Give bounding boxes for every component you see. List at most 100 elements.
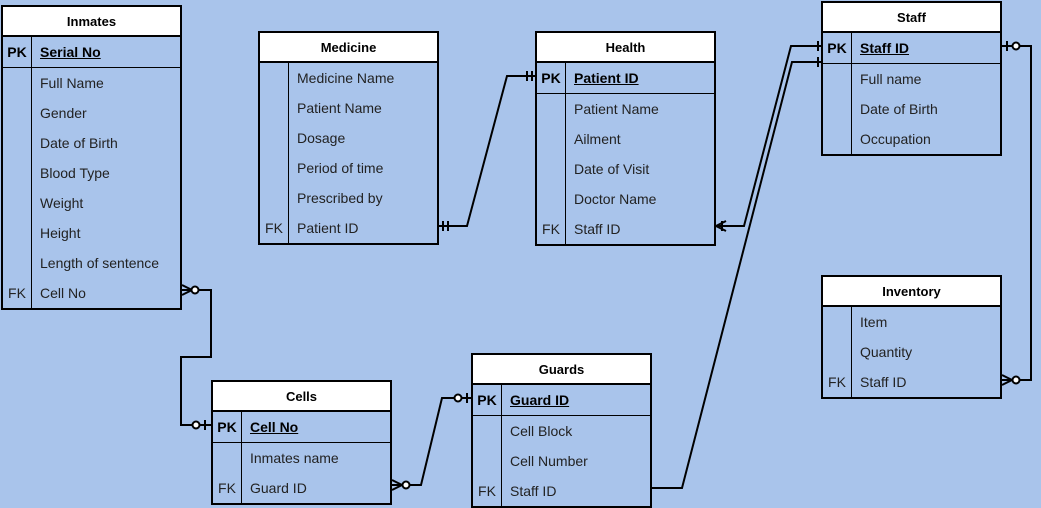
field-row: Full name	[823, 64, 1000, 94]
entity-title: Staff	[823, 3, 1000, 33]
field-blood-type: Blood Type	[40, 165, 110, 181]
key-cell	[3, 68, 32, 98]
field-patient-id: Patient ID	[574, 70, 639, 86]
key-cell	[260, 63, 289, 93]
field-row: Blood Type	[3, 158, 180, 188]
field-row: Prescribed by	[260, 183, 437, 213]
field-row: Ailment	[537, 124, 714, 154]
field-row: FK Staff ID	[473, 476, 650, 506]
field-row: Dosage	[260, 123, 437, 153]
key-cell	[537, 154, 566, 184]
fk-marker: FK	[473, 476, 502, 506]
key-cell	[3, 158, 32, 188]
field-row: Date of Birth	[823, 94, 1000, 124]
key-cell	[537, 94, 566, 124]
key-cell	[260, 153, 289, 183]
connector-health-staff	[713, 41, 822, 232]
pk-row: PK Guard ID	[473, 385, 650, 416]
key-cell	[260, 183, 289, 213]
pk-row: PK Patient ID	[537, 63, 714, 94]
pk-marker: PK	[823, 33, 852, 63]
field-row: Patient Name	[537, 94, 714, 124]
field-row: Quantity	[823, 337, 1000, 367]
field-serial-no: Serial No	[40, 44, 101, 60]
key-cell	[3, 188, 32, 218]
field-staff-id: Staff ID	[510, 483, 557, 499]
field-occupation: Occupation	[860, 131, 931, 147]
field-doctor-name: Doctor Name	[574, 191, 657, 207]
field-dosage: Dosage	[297, 130, 346, 146]
key-cell	[3, 218, 32, 248]
pk-marker: PK	[213, 412, 242, 442]
connector-medicine-health	[439, 71, 536, 231]
field-ailment: Ailment	[574, 131, 621, 147]
pk-row: PK Cell No	[213, 412, 390, 443]
field-cell-block: Cell Block	[510, 423, 573, 439]
key-cell	[823, 64, 852, 94]
key-cell	[823, 337, 852, 367]
key-cell	[3, 98, 32, 128]
field-row: Gender	[3, 98, 180, 128]
entity-medicine[interactable]: Medicine Medicine Name Patient Name Dosa…	[258, 31, 439, 245]
entity-title: Guards	[473, 355, 650, 385]
field-row: Date of Birth	[3, 128, 180, 158]
field-full-name: Full name	[860, 71, 922, 87]
field-guard-id: Guard ID	[510, 392, 570, 408]
field-item: Item	[860, 314, 888, 330]
pk-marker: PK	[537, 63, 566, 93]
fk-marker: FK	[260, 213, 289, 243]
entity-guards[interactable]: Guards PK Guard ID Cell Block Cell Numbe…	[471, 353, 652, 508]
field-staff-id: Staff ID	[860, 374, 907, 390]
pk-marker: PK	[3, 37, 32, 67]
entity-health[interactable]: Health PK Patient ID Patient Name Ailmen…	[535, 31, 716, 246]
field-prescribed-by: Prescribed by	[297, 190, 383, 206]
pk-marker: PK	[473, 385, 502, 415]
field-row: Doctor Name	[537, 184, 714, 214]
field-staff-id: Staff ID	[574, 221, 621, 237]
entity-title: Medicine	[260, 33, 437, 63]
field-row: Occupation	[823, 124, 1000, 154]
field-staff-id: Staff ID	[860, 40, 909, 56]
field-period-of-time: Period of time	[297, 160, 384, 176]
field-medicine-name: Medicine Name	[297, 70, 395, 86]
connector-cells-guards	[391, 393, 472, 491]
key-cell	[537, 184, 566, 214]
field-inmates-name: Inmates name	[250, 450, 339, 466]
field-length-of-sentence: Length of sentence	[40, 255, 160, 271]
field-date-of-birth: Date of Birth	[40, 135, 118, 151]
entity-inmates[interactable]: Inmates PK Serial No Full Name Gender Da…	[1, 5, 182, 310]
field-row: Item	[823, 307, 1000, 337]
connector-inmates-cells	[180, 284, 212, 430]
fk-marker: FK	[213, 473, 242, 503]
fk-marker: FK	[823, 367, 852, 397]
key-cell	[823, 307, 852, 337]
key-cell	[537, 124, 566, 154]
key-cell	[213, 443, 242, 473]
field-row: Inmates name	[213, 443, 390, 473]
field-patient-name: Patient Name	[574, 101, 659, 117]
pk-row: PK Serial No	[3, 37, 180, 68]
field-weight: Weight	[40, 195, 84, 211]
field-date-of-visit: Date of Visit	[574, 161, 650, 177]
entity-title: Health	[537, 33, 714, 63]
field-row: Period of time	[260, 153, 437, 183]
key-cell	[3, 248, 32, 278]
field-row: Patient Name	[260, 93, 437, 123]
field-row: Medicine Name	[260, 63, 437, 93]
entity-title: Cells	[213, 382, 390, 412]
field-full-name: Full Name	[40, 75, 104, 91]
connector-guards-staff	[652, 57, 822, 489]
key-cell	[260, 123, 289, 153]
field-cell-no: Cell No	[40, 285, 86, 301]
key-cell	[473, 446, 502, 476]
field-date-of-birth: Date of Birth	[860, 101, 938, 117]
entity-staff[interactable]: Staff PK Staff ID Full name Date of Birt…	[821, 1, 1002, 156]
key-cell	[823, 94, 852, 124]
field-row: Date of Visit	[537, 154, 714, 184]
